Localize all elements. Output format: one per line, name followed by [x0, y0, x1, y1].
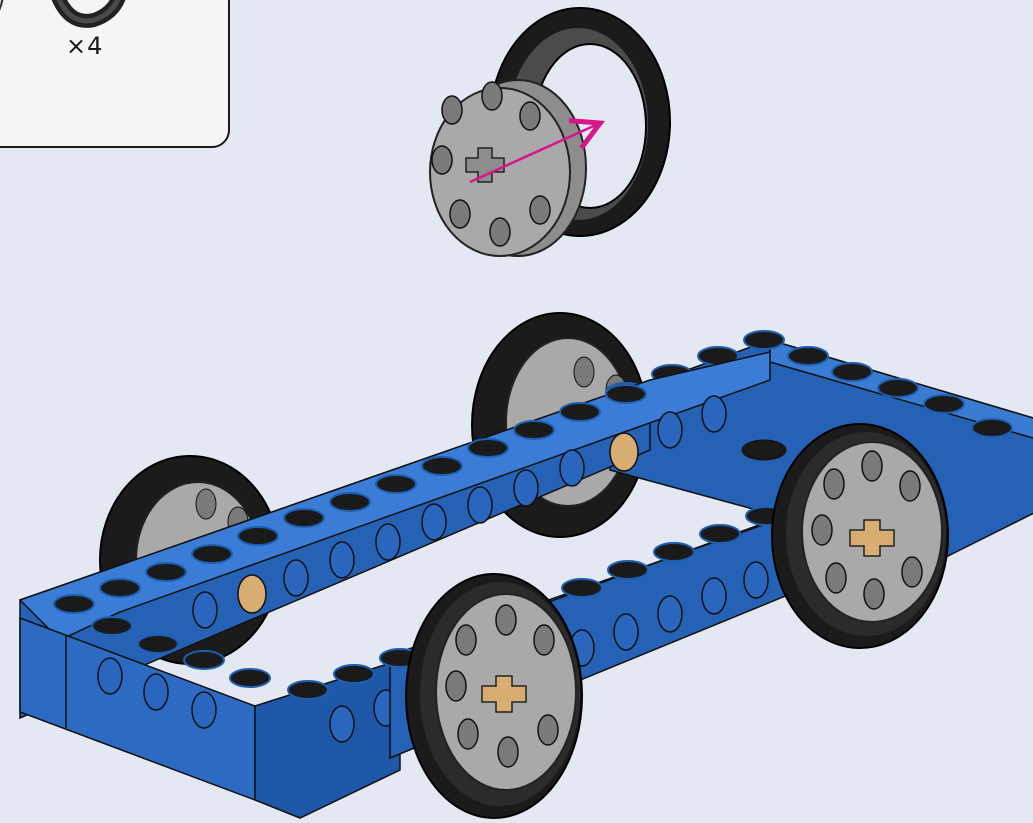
axle-end-icon [481, 675, 527, 713]
front-left-wheel [405, 573, 583, 819]
assembly-arrow [469, 124, 598, 184]
hub-part-icon [0, 0, 4, 11]
loose-hub [429, 79, 587, 257]
car-chassis [18, 312, 1033, 819]
axle-end-icon [849, 519, 895, 557]
studs-right-beam [287, 506, 787, 700]
front-cross-brick [19, 616, 401, 819]
tan-pin [609, 432, 639, 472]
front-brick-holes [97, 657, 399, 743]
exploded-wheel-step [429, 7, 671, 257]
tan-pin [237, 574, 267, 614]
parts-callout: ×4 [0, 0, 230, 148]
hub-holes [431, 81, 551, 247]
tire-part-icon [51, 0, 126, 28]
beam-holes-left [192, 395, 727, 629]
studs-left-beam [53, 384, 647, 688]
beam-holes-right [569, 561, 769, 667]
axle-hole-icon [465, 147, 505, 183]
quantity-label: ×4 [66, 32, 104, 60]
black-peg [741, 439, 787, 461]
front-right-wheel [771, 423, 949, 649]
left-long-beam [18, 351, 771, 720]
